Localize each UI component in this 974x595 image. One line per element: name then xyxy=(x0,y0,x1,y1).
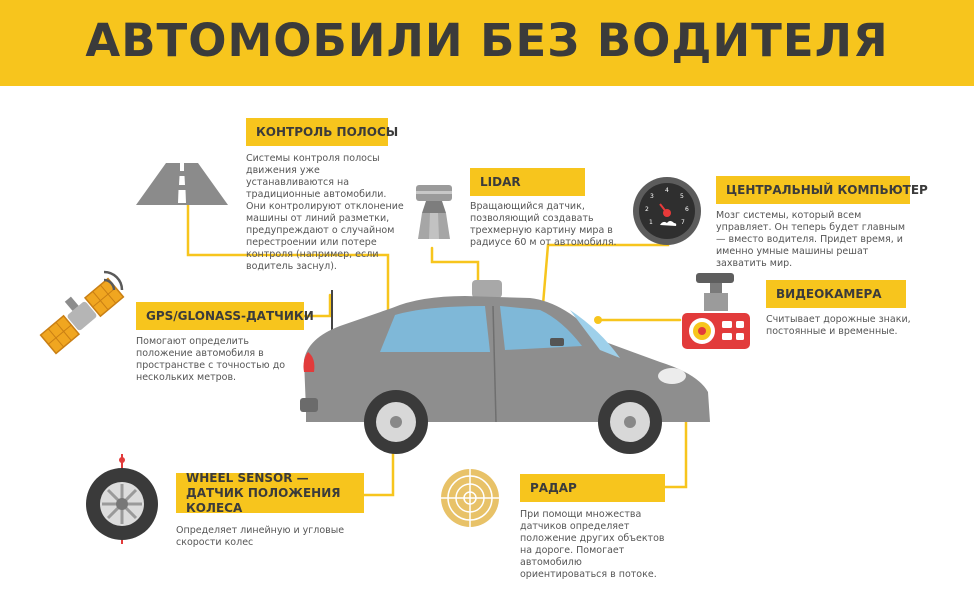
lidar-icon xyxy=(416,185,452,239)
gauge-number: 3 xyxy=(650,193,654,200)
radar-icon xyxy=(441,469,499,527)
desc-central-computer: Мозг системы, который всем управляет. Он… xyxy=(716,210,906,269)
desc-camera: Считывает дорожные знаки, постоянные и в… xyxy=(766,314,911,337)
label-radar: РАДАР xyxy=(520,474,665,502)
desc-radar: При помощи множества датчиков определяет… xyxy=(520,509,665,580)
road-icon xyxy=(136,163,228,205)
gauge-number: 2 xyxy=(645,206,649,213)
label-central-computer: ЦЕНТРАЛЬНЫЙ КОМПЬЮТЕР xyxy=(716,176,928,204)
desc-lidar: Вращающийся датчик, позволяющий создават… xyxy=(470,201,617,248)
gauge-number: 7 xyxy=(681,219,685,226)
desc-gps: Помогают определить положение автомобиля… xyxy=(136,336,286,383)
desc-lane-control: Системы контроля полосы движения уже уст… xyxy=(246,153,404,272)
gauge-number: 6 xyxy=(685,206,689,213)
label-gps: GPS/GLONASS-ДАТЧИКИ xyxy=(136,302,314,330)
label-lidar: LIDAR xyxy=(470,168,585,196)
label-lane-control: КОНТРОЛЬ ПОЛОСЫ xyxy=(246,118,398,146)
gauge-number: 4 xyxy=(665,187,669,194)
gauge-number: 5 xyxy=(680,193,684,200)
label-wheel-sensor: WHEEL SENSOR — ДАТЧИК ПОЛОЖЕНИЯ КОЛЕСА xyxy=(176,471,364,515)
desc-wheel-sensor: Определяет линейную и угловые скорости к… xyxy=(176,525,345,548)
wheel-icon xyxy=(86,454,158,544)
camera-icon xyxy=(682,273,750,349)
page-title: АВТОМОБИЛИ БЕЗ ВОДИТЕЛЯ xyxy=(85,14,889,67)
car-illustration xyxy=(300,280,710,454)
label-camera: ВИДЕОКАМЕРА xyxy=(766,280,906,308)
gauge-icon: 1 2 3 4 5 6 7 xyxy=(633,177,701,245)
satellite-icon xyxy=(39,270,125,355)
gauge-number: 1 xyxy=(649,219,653,226)
title-banner: АВТОМОБИЛИ БЕЗ ВОДИТЕЛЯ xyxy=(0,0,974,86)
